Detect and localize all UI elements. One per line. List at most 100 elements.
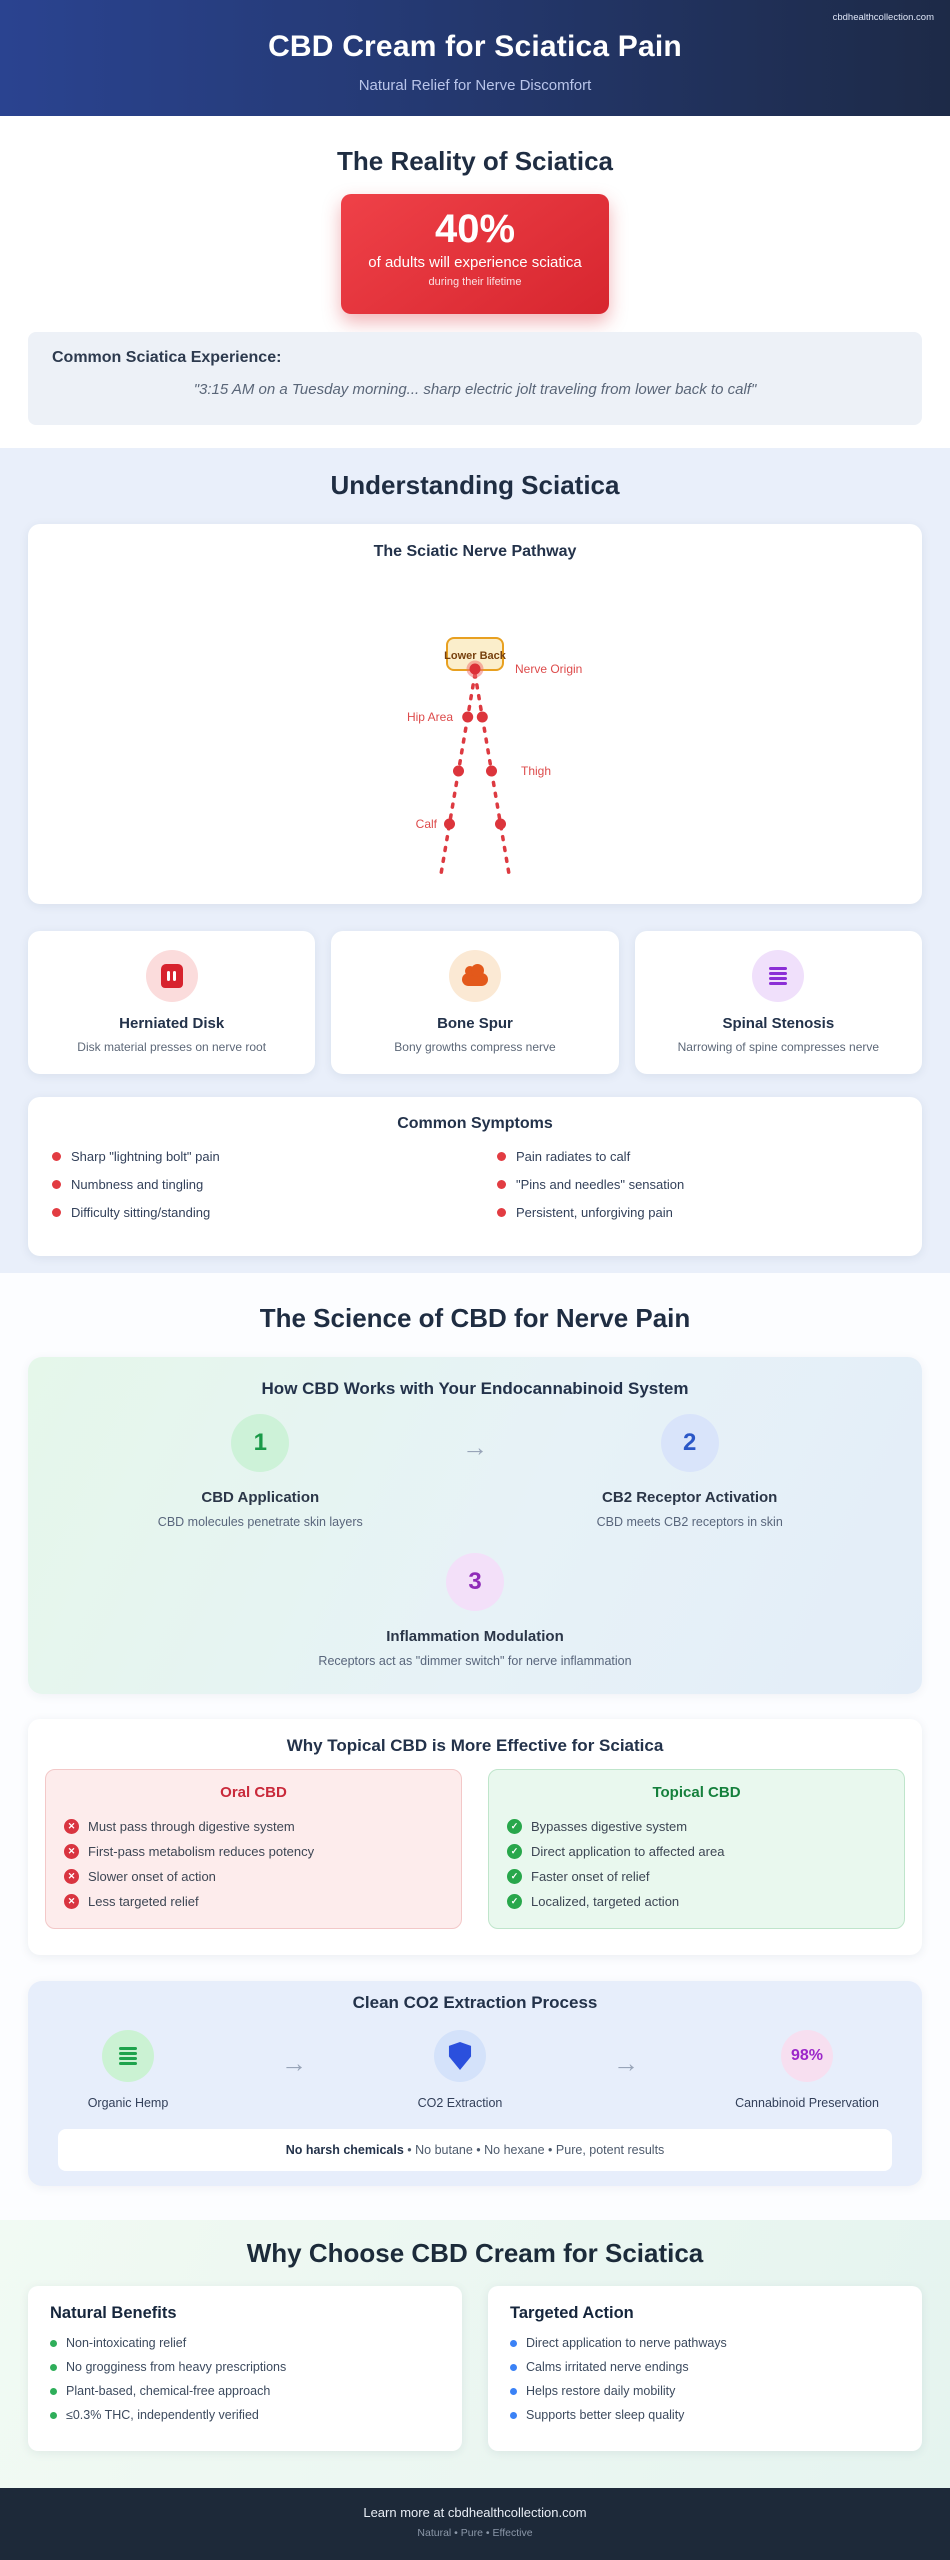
causes-row: Herniated Disk Disk material presses on … [28,931,922,1074]
oral-cbd-list: ✕ Must pass through digestive system ✕Fir… [64,1814,443,1914]
bone-spur-icon [448,950,501,1002]
pathway-title: The Sciatic Nerve Pathway [373,543,577,560]
page-subtitle: Natural Relief for Nerve Discomfort [358,77,592,94]
list-item: Direct application to nerve pathways [510,2336,900,2350]
footer-link[interactable]: Learn more at cbdhealthcollection.com [363,2505,587,2520]
list-item: ✕ Slower onset of action [64,1864,443,1889]
reality-heading: The Reality of Sciatica [337,146,613,176]
list-item: No grogginess from heavy prescriptions [50,2360,440,2374]
item-text: Non-intoxicating relief [66,2336,187,2350]
item-text: Plant-based, chemical-free approach [66,2384,271,2398]
sciatic-nerve-diagram: Lower Back Nerve Origin Hip Area Thigh C… [407,637,582,876]
item-text: Localized, targeted action [531,1894,680,1909]
list-item: Helps restore daily mobility [510,2384,900,2398]
step-desc: Receptors act as "dimmer switch" for ner… [318,1654,632,1668]
process-label: Organic Hemp [87,2096,169,2110]
list-item: ✓ Localized, targeted action [507,1889,886,1914]
list-item: Calms irritated nerve endings [510,2360,900,2374]
symptoms-card: Common Symptoms Sharp "lightning bolt" p… [28,1097,922,1256]
stat-card: 40% of adults will experience sciatica d… [341,194,609,314]
thigh-dot-right [486,765,497,777]
percentage-badge: 98% [781,2030,833,2082]
spine-lines-icon [752,950,805,1002]
herniated-disk-icon [145,950,198,1002]
page-title: CBD Cream for Sciatica Pain [268,30,682,63]
step-title: CBD Application [201,1489,320,1506]
list-item: Plant-based, chemical-free approach [50,2384,440,2398]
cloud-glyph [461,963,488,986]
x-circle-icon: ✕ [64,1869,79,1884]
bullet-dot-icon [510,2411,517,2419]
item-text: Less targeted relief [88,1894,199,1909]
bullet-dot-icon [52,1180,61,1189]
natural-benefits-list: Non-intoxicating relief No grogginess fr… [50,2336,440,2422]
process-organic-hemp: Organic Hemp [58,2030,198,2110]
symptom-text: Pain radiates to calf [516,1149,631,1164]
hemp-bars-glyph [119,2046,137,2066]
symptom-text: Numbness and tingling [71,1177,204,1192]
symptom-text: Sharp "lightning bolt" pain [71,1149,220,1164]
cause-title: Herniated Disk [119,1015,225,1032]
cause-desc: Bony growths compress nerve [394,1040,556,1054]
natural-benefits-card: Natural Benefits Non-intoxicating relief… [28,2286,462,2451]
step-cb2-activation: 2 CB2 Receptor Activation CBD meets CB2 … [520,1414,859,1529]
extraction-note-bar: No harsh chemicals • No butane • No hexa… [58,2129,892,2171]
site-url[interactable]: cbdhealthcollection.com [832,12,934,23]
process-co2-extraction: CO2 Extraction [390,2030,530,2110]
step-number-badge: 1 [231,1414,290,1472]
step-desc: CBD meets CB2 receptors in skin [596,1515,783,1529]
item-text: Slower onset of action [88,1869,216,1884]
cause-card-herniated-disk: Herniated Disk Disk material presses on … [28,931,316,1074]
targeted-action-list: Direct application to nerve pathways Cal… [510,2336,900,2422]
list-item: ≤0.3% THC, independently verified [50,2408,440,2422]
section-why-choose: Why Choose CBD Cream for Sciatica Natura… [0,2220,950,2488]
stat-line1: of adults will experience sciatica [368,254,582,271]
bullet-dot-icon [497,1180,506,1189]
step-cbd-application: 1 CBD Application CBD molecules penetrat… [91,1414,430,1529]
oral-cbd-title: Oral CBD [220,1784,287,1801]
check-circle-icon: ✓ [507,1869,522,1884]
bullet-dot-icon [52,1152,61,1161]
x-circle-icon: ✕ [64,1819,79,1834]
cause-card-spinal-stenosis: Spinal Stenosis Narrowing of spine compr… [634,931,922,1074]
process-label: CO2 Extraction [417,2096,503,2110]
extraction-title: Clean CO2 Extraction Process [352,1993,598,2012]
symptom-item: Sharp "lightning bolt" pain [52,1149,463,1164]
section-understanding: Understanding Sciatica The Sciatic Nerve… [0,448,950,1273]
symptom-item: "Pins and needles" sensation [497,1177,898,1192]
topical-cbd-title: Topical CBD [652,1784,741,1801]
why-row: Natural Benefits Non-intoxicating relief… [28,2286,922,2451]
bullet-dot-icon [497,1152,506,1161]
check-circle-icon: ✓ [507,1894,522,1909]
cause-card-bone-spur: Bone Spur Bony growths compress nerve [331,931,619,1074]
experience-label: Common Sciatica Experience: [52,349,282,366]
hip-dot-right [476,711,488,723]
calf-label: Calf [416,817,438,831]
disk-glyph [160,964,183,988]
item-text: Direct application to affected area [531,1844,725,1859]
hemp-icon [102,2030,154,2082]
list-item: ✕First-pass metabolism reduces potency [64,1839,443,1864]
comparison-title: Why Topical CBD is More Effective for Sc… [286,1736,664,1755]
right-arrow-icon: → [613,2048,639,2078]
cause-title: Spinal Stenosis [722,1015,835,1032]
compare-row: Oral CBD ✕ Must pass through digestive sy… [45,1769,905,1929]
item-text: Must pass through digestive system [88,1819,295,1834]
list-item: ✓Bypasses digestive system [507,1814,886,1839]
bullet-dot-icon [497,1208,506,1217]
step-number-badge: 2 [660,1414,719,1472]
x-circle-icon: ✕ [64,1844,79,1859]
symptoms-grid: Sharp "lightning bolt" pain Pain radiate… [52,1149,898,1220]
nerve-origin-dot [469,663,481,675]
process-row: Organic Hemp → CO2 Extraction → 98% Cann… [58,2030,892,2110]
x-circle-icon: ✕ [64,1894,79,1909]
list-item: Supports better sleep quality [510,2408,900,2422]
calf-dot-right [495,818,506,830]
process-label: Cannabinoid Preservation [735,2096,879,2110]
symptom-text: Difficulty sitting/standing [71,1205,211,1220]
process-cannabinoid-preservation: 98% Cannabinoid Preservation [722,2030,892,2110]
why-heading: Why Choose CBD Cream for Sciatica [246,2238,704,2268]
item-text: Supports better sleep quality [526,2408,685,2422]
cause-desc: Narrowing of spine compresses nerve [677,1040,880,1054]
step-title: Inflammation Modulation [386,1628,564,1645]
